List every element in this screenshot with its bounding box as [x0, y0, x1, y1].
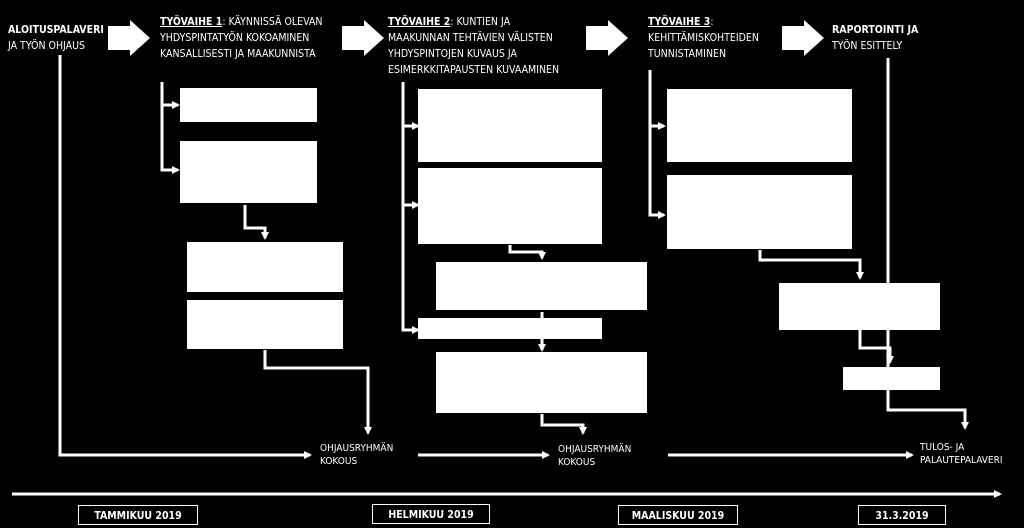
- month-box-january: TAMMIKUU 2019: [78, 505, 198, 525]
- phase2-box-2: [418, 168, 602, 244]
- meeting2-line1: OHJAUSRYHMÄN: [558, 444, 632, 455]
- phase3-title: TYÖVAIHE 3: [648, 16, 711, 28]
- phase2-line4: ESIMERKKITAPAUSTEN KUVAAMINEN: [388, 64, 560, 76]
- meeting1-line2: KOKOUS: [320, 456, 358, 467]
- phase1-title: TYÖVAIHE 1: [160, 16, 223, 28]
- final-meeting-label: TULOS- JA PALAUTEPALAVERI: [920, 441, 1003, 467]
- chevron-arrow-icon: [782, 20, 824, 56]
- meeting2-line2: KOKOUS: [558, 457, 596, 468]
- phase2-bracket: [401, 82, 420, 334]
- start-line1: ALOITUSPALAVERI: [8, 24, 104, 36]
- phase1-box-2: [180, 141, 317, 203]
- phase2-line2: MAAKUNNAN TEHTÄVIEN VÄLISTEN: [388, 32, 553, 44]
- phase2-title: TYÖVAIHE 2: [388, 16, 451, 28]
- phase3-label: TYÖVAIHE 3: KEHITTÄMISKOHTEIDEN TUNNISTA…: [648, 14, 759, 62]
- phase2-line3: YHDYSPINTOJEN KUVAUS JA: [388, 48, 517, 60]
- report-line2: TYÖN ESITTELY: [832, 40, 903, 52]
- meeting1-line1: OHJAUSRYHMÄN: [320, 443, 394, 454]
- phase2-box-5: [436, 352, 647, 413]
- phase3-line1: :: [710, 16, 714, 28]
- phase2-label: TYÖVAIHE 2: KUNTIEN JA MAAKUNNAN TEHTÄVI…: [388, 14, 559, 78]
- month-box-february: HELMIKUU 2019: [372, 504, 490, 524]
- start-line2: JA TYÖN OHJAUS: [8, 40, 86, 52]
- phase2-box-3: [436, 262, 647, 310]
- month-box-march: MAALISKUU 2019: [618, 505, 738, 525]
- phase3-box-2: [667, 175, 852, 249]
- phase1-line1: : KÄYNNISSÄ OLEVAN: [222, 16, 323, 28]
- phase2-box-1: [418, 89, 602, 162]
- phase2-box-4: [418, 318, 602, 339]
- report-line1: RAPORTOINTI JA: [832, 24, 919, 36]
- phase2-line1: : KUNTIEN JA: [450, 16, 511, 28]
- phase1-label: TYÖVAIHE 1: KÄYNNISSÄ OLEVAN YHDYSPINTAT…: [160, 14, 322, 62]
- phase3-bracket: [648, 70, 666, 219]
- report-box-1: [779, 283, 940, 330]
- phase1-line3: KANSALLISESTI JA MAAKUNNISTA: [160, 48, 316, 60]
- start-line: [58, 55, 312, 459]
- chevron-arrow-icon: [342, 20, 384, 56]
- final-line2: PALAUTEPALAVERI: [920, 455, 1003, 466]
- phase1-box-4: [187, 300, 343, 349]
- phase3-line3: TUNNISTAMINEN: [648, 48, 727, 60]
- final-line1: TULOS- JA: [920, 442, 965, 453]
- phase1-line2: YHDYSPINTATYÖN KOKOAMINEN: [160, 32, 310, 44]
- phase3-box-1: [667, 89, 852, 162]
- phase1-box-3: [187, 242, 343, 292]
- report-line: [886, 58, 969, 430]
- meeting2-label: OHJAUSRYHMÄN KOKOUS: [558, 443, 631, 469]
- month-box-end-date: 31.3.2019: [858, 505, 946, 525]
- chevron-arrow-icon: [108, 20, 150, 56]
- meeting1-label: OHJAUSRYHMÄN KOKOUS: [320, 442, 393, 468]
- phase1-box-1: [180, 88, 317, 122]
- phase3-line2: KEHITTÄMISKOHTEIDEN: [648, 32, 759, 44]
- report-box-2: [843, 367, 940, 390]
- chevron-arrow-icon: [586, 20, 628, 56]
- phase1-bracket: [160, 82, 180, 174]
- start-stage-label: ALOITUSPALAVERI JA TYÖN OHJAUS: [8, 22, 104, 54]
- report-stage-label: RAPORTOINTI JA TYÖN ESITTELY: [832, 22, 918, 54]
